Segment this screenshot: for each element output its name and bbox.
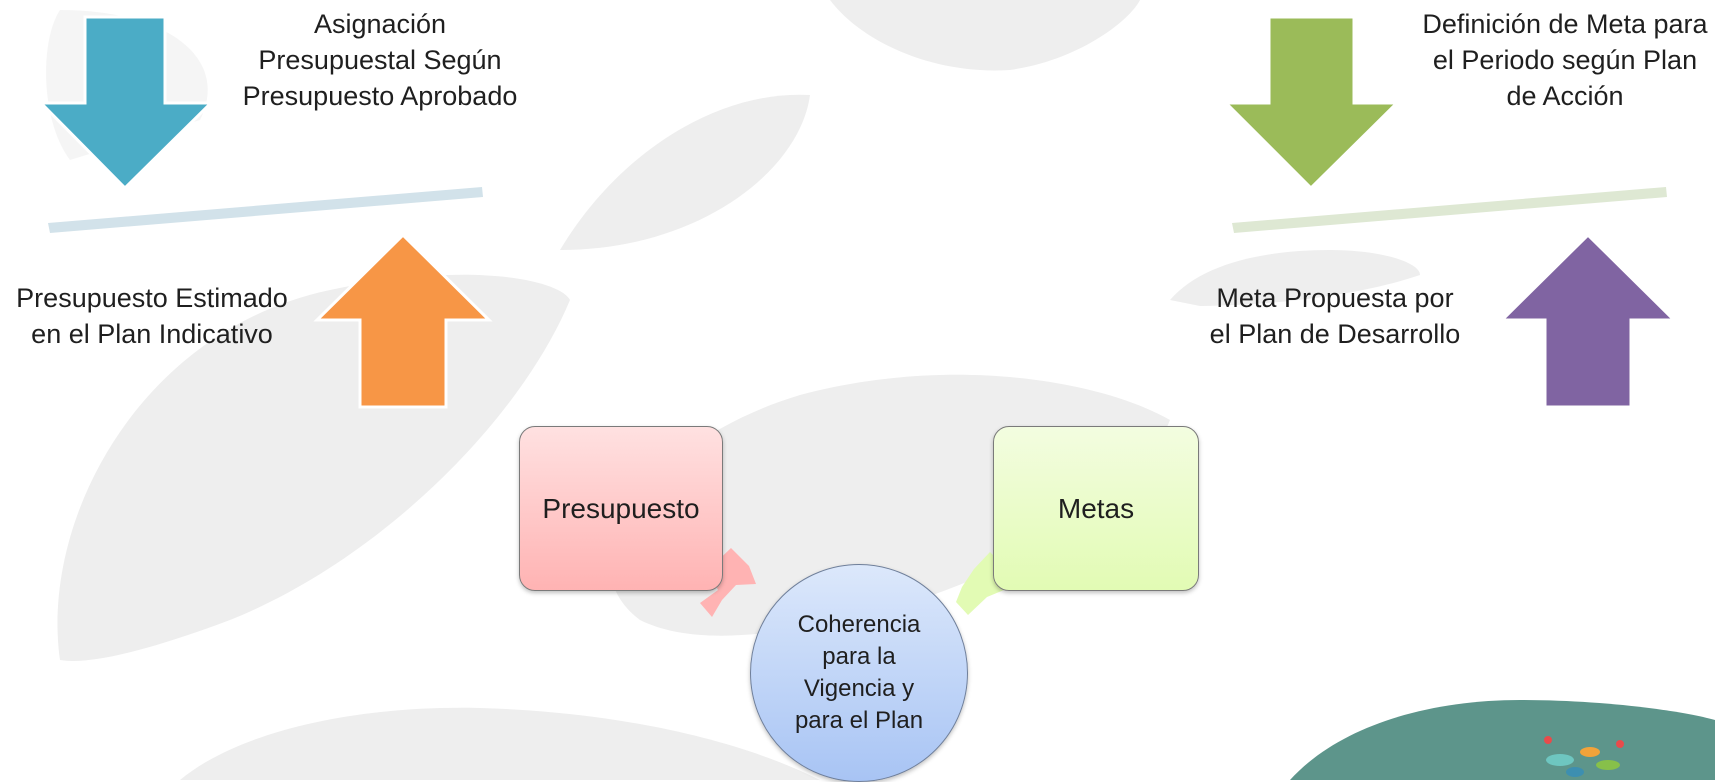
bottom-left-label: Presupuesto Estimado en el Plan Indicati… [16, 283, 288, 349]
background-decoration [46, 0, 1420, 780]
orange-up-arrow-icon [313, 232, 493, 409]
corner-decoration [1290, 700, 1715, 780]
top-right-label: Definición de Meta para el Periodo según… [1422, 9, 1708, 111]
right-balance-bar [1232, 187, 1667, 233]
bottom-right-label: Meta Propuesta por el Plan de Desarrollo [1209, 283, 1461, 349]
left-balance-bar [48, 187, 483, 233]
metas-box: Metas [993, 426, 1199, 591]
presupuesto-box: Presupuesto [519, 426, 723, 591]
coherencia-circle: Coherencia para la Vigencia y para el Pl… [750, 564, 968, 782]
logo-icon [1544, 736, 1624, 777]
purple-up-arrow-icon [1498, 232, 1678, 409]
top-left-label: Asignación Presupuestal Según Presupuest… [242, 9, 518, 111]
blue-down-arrow-icon [37, 15, 215, 191]
green-down-arrow-icon [1222, 15, 1401, 191]
